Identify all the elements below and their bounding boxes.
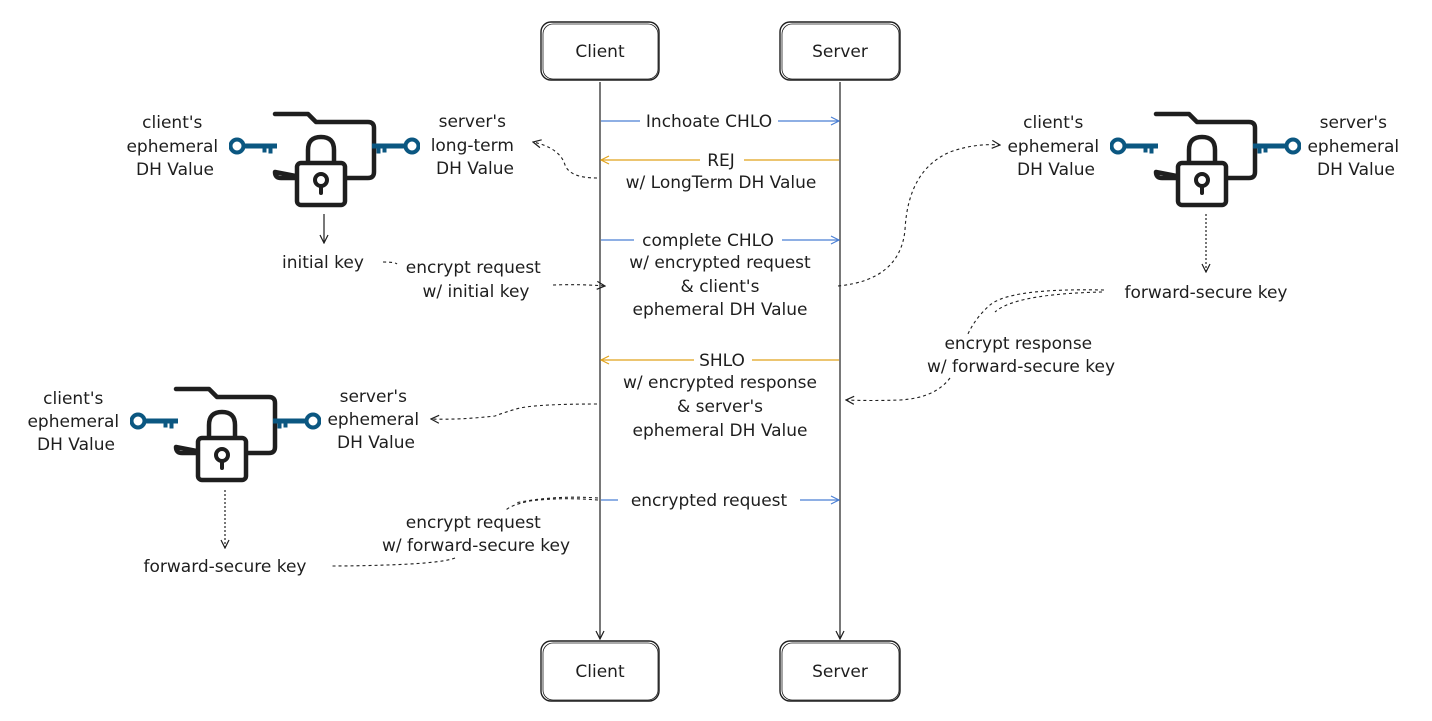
folder-lock-icon	[275, 114, 374, 205]
message-rej: REJ w/ LongTerm DH Value	[601, 150, 839, 193]
message-label: & client's	[681, 277, 760, 297]
key-icon	[1112, 140, 1159, 154]
server-box-top: Server	[779, 21, 901, 81]
message-label: SHLO	[699, 351, 745, 371]
message-complete-chlo: complete CHLO w/ encrypted request & cli…	[601, 230, 839, 320]
message-label: w/ encrypted response	[623, 373, 817, 393]
server-box-bottom: Server	[779, 640, 901, 702]
message-label: Inchoate CHLO	[646, 112, 772, 132]
forward-secure-key-label: forward-secure key	[1125, 283, 1288, 303]
forward-secure-key-label: forward-secure key	[144, 557, 307, 577]
message-label: ephemeral DH Value	[633, 421, 808, 441]
message-label: complete CHLO	[642, 231, 774, 251]
key-icon	[372, 140, 419, 154]
message-encrypted-request: encrypted request	[601, 490, 839, 511]
initial-key-label: initial key	[282, 253, 364, 273]
key-icon	[1253, 140, 1300, 154]
server-label-bottom: Server	[812, 662, 868, 682]
encrypt-response-forward-secure-note: encrypt response w/ forward-secure key	[927, 334, 1115, 377]
encrypt-request-initial-key-note: encrypt request w/ initial key	[406, 258, 547, 302]
message-label: w/ encrypted request	[629, 253, 811, 273]
folder-lock-icon	[1156, 114, 1255, 205]
client-forward-secure-key-derivation: client's ephemeral DH Value server's eph…	[27, 387, 424, 577]
key-icon	[231, 140, 278, 154]
client-box-bottom: Client	[540, 640, 660, 702]
client-label-bottom: Client	[575, 662, 625, 682]
client-dh-value-label: client's ephemeral DH Value	[126, 113, 223, 180]
message-shlo: SHLO w/ encrypted response & server's ep…	[601, 350, 839, 441]
server-forward-secure-key-derivation: client's ephemeral DH Value server's eph…	[1007, 113, 1404, 303]
message-inchoate-chlo: Inchoate CHLO	[601, 110, 839, 132]
encrypt-request-forward-secure-note: encrypt request w/ forward-secure key	[382, 513, 570, 556]
client-label-top: Client	[575, 42, 625, 62]
key-icon	[132, 415, 179, 429]
client-dh-value-label: client's ephemeral DH Value	[27, 389, 124, 455]
message-label: & server's	[677, 397, 763, 417]
message-label: w/ LongTerm DH Value	[626, 173, 817, 193]
client-box-top: Client	[540, 21, 660, 81]
folder-lock-icon	[176, 389, 275, 480]
initial-key-derivation: client's ephemeral DH Value server's lon…	[126, 112, 520, 273]
server-dh-value-label: server's long-term DH Value	[431, 112, 520, 179]
dashed-connectors	[330, 142, 1105, 567]
key-icon	[273, 415, 320, 429]
message-label: ephemeral DH Value	[633, 300, 808, 320]
client-dh-value-label: client's ephemeral DH Value	[1007, 113, 1104, 180]
server-dh-value-label: server's ephemeral DH Value	[327, 387, 424, 453]
server-label-top: Server	[812, 42, 868, 62]
message-label: REJ	[707, 151, 735, 171]
server-dh-value-label: server's ephemeral DH Value	[1307, 113, 1404, 180]
message-label: encrypted request	[631, 491, 788, 511]
